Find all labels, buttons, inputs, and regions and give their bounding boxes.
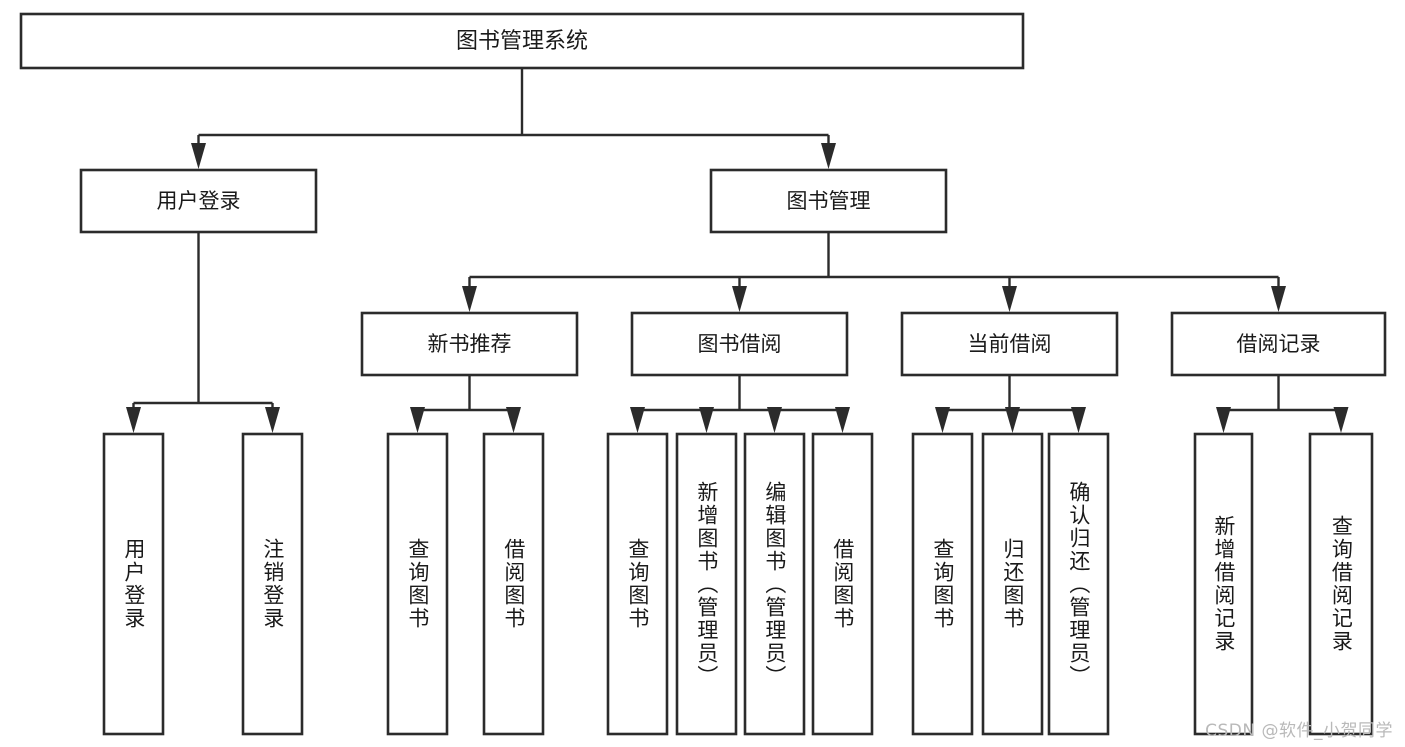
node-box-l_r_query[interactable] (1308, 432, 1374, 736)
node-box-l_b_add[interactable] (675, 432, 738, 736)
node-box-l_c_query[interactable] (911, 432, 974, 736)
arrow-head-icon-l_b_lend (835, 407, 850, 433)
arrow-head-icon-l_c_return (1005, 407, 1020, 433)
arrow-head-icon-n_login (191, 143, 206, 169)
node-label-n_record: 借阅记录 (1237, 332, 1321, 356)
node-box-l_b_lend[interactable] (811, 432, 874, 736)
arrow-head-icon-l_r_query (1333, 407, 1349, 433)
arrow-head-icon-l_nb_query (410, 407, 425, 433)
arrow-head-icon-l_c_confirm (1071, 407, 1086, 433)
node-box-layer (19, 12, 1387, 736)
node-box-n_record[interactable] (1170, 311, 1387, 377)
arrow-head-icon-l_r_add (1216, 407, 1231, 433)
node-box-l_nb_borrow[interactable] (482, 432, 545, 736)
arrow-head-icon-l_c_query (935, 407, 950, 433)
node-box-l_b_edit[interactable] (743, 432, 806, 736)
node-box-l_c_return[interactable] (981, 432, 1044, 736)
arrow-head-icon-l_b_add (699, 407, 714, 433)
csdn-watermark: CSDN @软件_小贺同学 (1205, 721, 1393, 741)
node-box-l_logout[interactable] (241, 432, 304, 736)
arrow-head-icon-l_b_edit (767, 407, 782, 433)
node-box-l_nb_query[interactable] (386, 432, 449, 736)
arrow-head-icon-n_bookmgmt (821, 143, 836, 169)
arrow-head-icon-l_userlogin (126, 407, 141, 433)
arrow-head-icon-l_logout (265, 407, 280, 433)
arrow-head-icon-l_nb_borrow (506, 407, 521, 433)
arrow-head-icon-n_record (1271, 286, 1286, 312)
arrow-head-icon-n_borrow (732, 286, 747, 312)
node-label-n_current: 当前借阅 (968, 332, 1052, 356)
node-label-root: 图书管理系统 (456, 29, 588, 54)
arrow-head-icon-n_newbook (462, 286, 477, 312)
node-box-n_current[interactable] (900, 311, 1119, 377)
node-box-l_b_query[interactable] (606, 432, 669, 736)
node-box-n_borrow[interactable] (630, 311, 849, 377)
node-box-root[interactable] (19, 12, 1025, 70)
node-label-n_borrow: 图书借阅 (698, 332, 782, 356)
node-box-l_r_add[interactable] (1193, 432, 1254, 736)
node-label-n_newbook: 新书推荐 (428, 332, 512, 356)
node-box-n_login[interactable] (79, 168, 318, 234)
node-box-l_userlogin[interactable] (102, 432, 165, 736)
connector-layer (126, 68, 1349, 433)
node-box-n_newbook[interactable] (360, 311, 579, 377)
node-label-n_bookmgmt: 图书管理 (787, 189, 871, 213)
node-label-n_login: 用户登录 (157, 189, 241, 213)
arrow-head-icon-l_b_query (630, 407, 645, 433)
node-box-l_c_confirm[interactable] (1047, 432, 1110, 736)
node-box-n_bookmgmt[interactable] (709, 168, 948, 234)
arrow-head-icon-n_current (1002, 286, 1017, 312)
